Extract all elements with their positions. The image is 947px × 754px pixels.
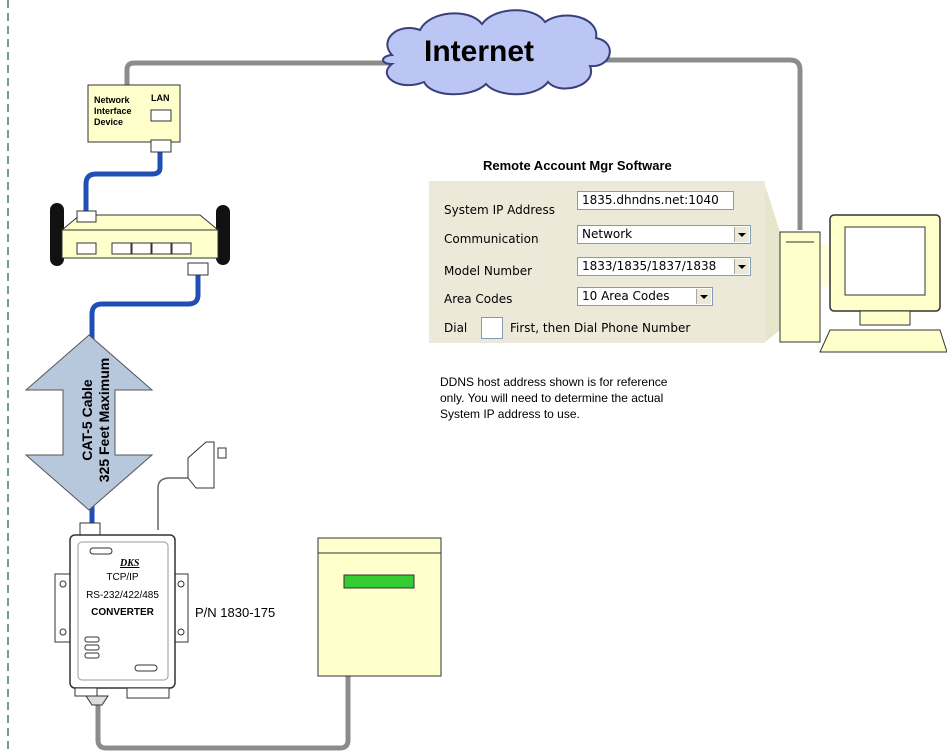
note-line: only. You will need to determine the act… <box>440 391 664 405</box>
monitor-stand <box>859 310 911 326</box>
nid-label-line: Network <box>94 95 130 105</box>
lan-port <box>150 109 172 122</box>
chevron-down-icon[interactable] <box>734 259 749 274</box>
nid-router-cable <box>83 150 163 212</box>
chevron-down-icon[interactable] <box>734 227 749 242</box>
power-prongs <box>217 447 227 459</box>
router-plug-top <box>76 210 97 223</box>
ip-address-field[interactable]: 1835.dhndns.net:1040 <box>577 191 734 210</box>
router-port-3 <box>151 242 172 255</box>
chevron-down-icon[interactable] <box>696 289 711 304</box>
cable-label-line2: 325 Feet Maximum <box>96 357 112 483</box>
software-title: Remote Account Mgr Software <box>483 158 672 173</box>
db9-port <box>74 687 98 697</box>
power-adapter <box>187 441 215 489</box>
router-port-2 <box>131 242 152 255</box>
converter-line3: CONVERTER <box>91 607 154 618</box>
router-antenna-left <box>50 203 64 266</box>
control-panel <box>317 537 442 677</box>
router-port-wan <box>76 242 97 255</box>
software-panel: System IP Address 1835.dhndns.net:1040 C… <box>429 181 765 343</box>
ip-address-label: System IP Address <box>444 203 555 217</box>
communication-select[interactable]: Network <box>577 225 751 244</box>
note-line: System IP address to use. <box>440 407 580 421</box>
communication-value: Network <box>582 227 633 241</box>
nid-label-line: Device <box>94 117 124 127</box>
part-number: P/N 1830-175 <box>195 605 276 620</box>
dial-suffix-label: First, then Dial Phone Number <box>510 321 691 335</box>
dial-prefix-field[interactable] <box>481 317 503 339</box>
internet-cable-left <box>124 60 400 92</box>
communication-label: Communication <box>444 232 539 246</box>
nid-label-line: Interface <box>94 106 132 116</box>
router-plug-bottom <box>187 262 209 276</box>
area-codes-value: 10 Area Codes <box>582 289 670 303</box>
projection-beam <box>765 185 780 342</box>
serial-cable <box>95 675 351 751</box>
area-codes-select[interactable]: 10 Area Codes <box>577 287 713 306</box>
nid-plug <box>150 139 172 153</box>
ddns-note: DDNS host address shown is for reference… <box>440 374 667 422</box>
keyboard <box>819 329 947 353</box>
dial-label: Dial <box>444 321 468 335</box>
router-antenna-right <box>216 205 230 265</box>
monitor-screen <box>844 226 926 296</box>
converter-line1: TCP/IP <box>106 572 139 583</box>
cable-label: CAT-5 Cable 325 Feet Maximum <box>79 345 113 495</box>
model-number-label: Model Number <box>444 264 533 278</box>
terminal-block <box>126 687 170 699</box>
model-number-value: 1833/1835/1837/1838 <box>582 259 717 273</box>
internet-cloud <box>382 9 611 96</box>
model-number-select[interactable]: 1833/1835/1837/1838 <box>577 257 751 276</box>
note-line: DDNS host address shown is for reference <box>440 375 668 389</box>
area-codes-label: Area Codes <box>444 292 513 306</box>
router-port-1 <box>111 242 132 255</box>
power-cord <box>157 477 190 530</box>
router-converter-cable <box>89 270 201 525</box>
internet-cable-right <box>600 57 803 230</box>
cable-label-line1: CAT-5 Cable <box>79 379 95 461</box>
internet-label: Internet <box>424 35 535 68</box>
brand-logo: DKS <box>120 558 140 569</box>
router-port-4 <box>171 242 192 255</box>
panel-display <box>343 574 415 589</box>
computer-tower <box>779 231 821 343</box>
nid-label: Network Interface Device <box>94 95 132 128</box>
converter-line2: RS-232/422/485 <box>86 590 159 601</box>
cable-length-arrow <box>24 334 154 511</box>
converter-rj45-plug <box>79 522 101 536</box>
lan-label: LAN <box>151 93 170 103</box>
